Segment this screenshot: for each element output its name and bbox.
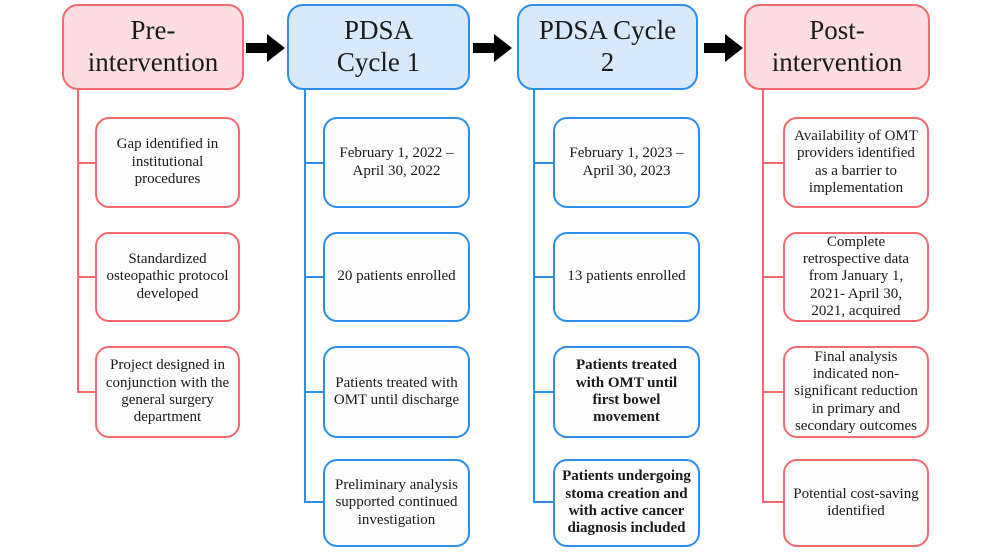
connector-line (533, 501, 553, 503)
box-cost-saving: Potential cost-saving identified (783, 459, 929, 547)
box-cycle1-dates: February 1, 2022 – April 30, 2022 (323, 117, 470, 208)
connector-line (762, 90, 764, 503)
header-pdsa-cycle-1: PDSA Cycle 1 (287, 4, 470, 90)
connector-line (533, 276, 553, 278)
header-post-intervention: Post- intervention (744, 4, 930, 90)
box-gap-identified: Gap identified in institutional procedur… (95, 117, 240, 208)
box-cycle2-treatment: Patients treated with OMT until first bo… (553, 346, 700, 438)
box-final-analysis: Final analysis indicated non-significant… (783, 346, 929, 438)
box-cycle2-dates: February 1, 2023 – April 30, 2023 (553, 117, 700, 208)
box-cycle1-enrollment: 20 patients enrolled (323, 232, 470, 322)
box-standardized-protocol: Standardized osteopathic protocol develo… (95, 232, 240, 322)
arrow-right-icon (246, 34, 285, 62)
header-pre-intervention: Pre- intervention (62, 4, 244, 90)
box-retrospective-data: Complete retrospective data from January… (783, 232, 929, 322)
arrow-right-icon (473, 34, 512, 62)
box-cycle1-treatment: Patients treated with OMT until discharg… (323, 346, 470, 438)
connector-line (304, 276, 323, 278)
connector-line (304, 162, 323, 164)
connector-line (533, 391, 553, 393)
box-omt-availability: Availability of OMT providers identified… (783, 117, 929, 208)
box-cycle1-analysis: Preliminary analysis supported continued… (323, 459, 470, 547)
header-pdsa-cycle-2: PDSA Cycle 2 (517, 4, 698, 90)
connector-line (533, 162, 553, 164)
connector-line (762, 391, 783, 393)
arrow-right-icon (704, 34, 743, 62)
connector-line (304, 391, 323, 393)
connector-line (762, 501, 783, 503)
connector-line (762, 162, 783, 164)
box-project-designed: Project designed in conjunction with the… (95, 346, 240, 438)
connector-line (77, 90, 79, 392)
connector-line (77, 162, 95, 164)
connector-line (77, 391, 95, 393)
box-cycle2-enrollment: 13 patients enrolled (553, 232, 700, 322)
connector-line (762, 276, 783, 278)
connector-line (533, 90, 535, 503)
connector-line (304, 90, 306, 503)
box-cycle2-inclusion: Patients undergoing stoma creation and w… (553, 459, 700, 547)
connector-line (304, 501, 323, 503)
connector-line (77, 276, 95, 278)
